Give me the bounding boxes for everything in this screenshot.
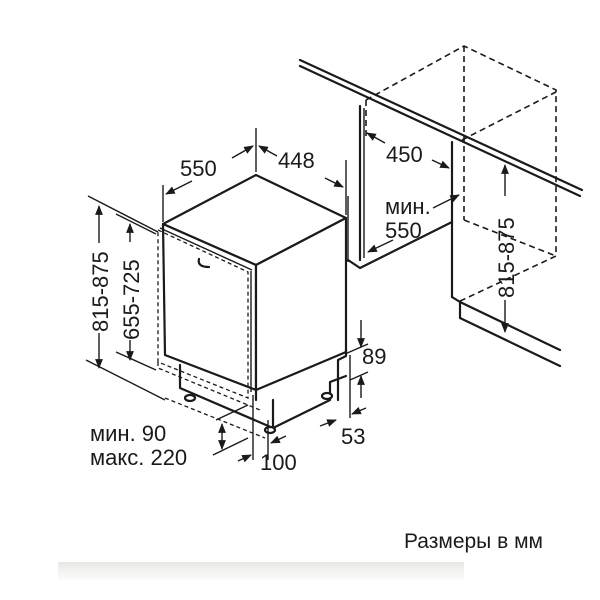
plinth-dimensions: 89 53	[319, 320, 386, 449]
niche-height-label: 815-875	[494, 217, 519, 298]
foot-icon	[263, 425, 277, 435]
units-caption: Размеры в мм	[404, 530, 543, 553]
plinth-max-label: макс. 220	[90, 445, 187, 470]
depth-dimension: 550	[162, 128, 257, 222]
niche-depth-label-value: 550	[385, 218, 422, 243]
niche-width-label: 450	[386, 142, 423, 167]
plinth-offset-dimensions: 100 мин. 90 макс. 220	[90, 395, 297, 475]
niche-height-dimension: 815-875	[494, 164, 519, 333]
niche-width-dimension: 450	[366, 132, 450, 169]
depth-label: 550	[180, 156, 217, 181]
foot-icon	[183, 393, 197, 403]
dishwasher-body	[157, 173, 348, 439]
width-dimension: 448	[258, 145, 347, 215]
door-height-dimension: 655-725	[115, 213, 157, 371]
plinth-offset-label: 100	[260, 450, 297, 475]
plinth-height-label: 89	[362, 344, 386, 369]
plinth-depth-label: 53	[341, 424, 365, 449]
niche-depth-dimension: мин. 550	[367, 194, 460, 253]
plinth-min-label: мин. 90	[90, 421, 166, 446]
door-height-label: 655-725	[119, 259, 144, 340]
niche-depth-label-min: мин.	[385, 194, 431, 219]
appliance-height-dimension: 815-875	[85, 195, 166, 401]
foot-icon	[320, 391, 334, 401]
width-label: 448	[278, 148, 315, 173]
door-handle-icon	[197, 257, 211, 269]
niche-cabinet	[298, 45, 584, 368]
appliance-height-label: 815-875	[88, 251, 113, 332]
bottom-shadow-bar	[58, 562, 464, 580]
